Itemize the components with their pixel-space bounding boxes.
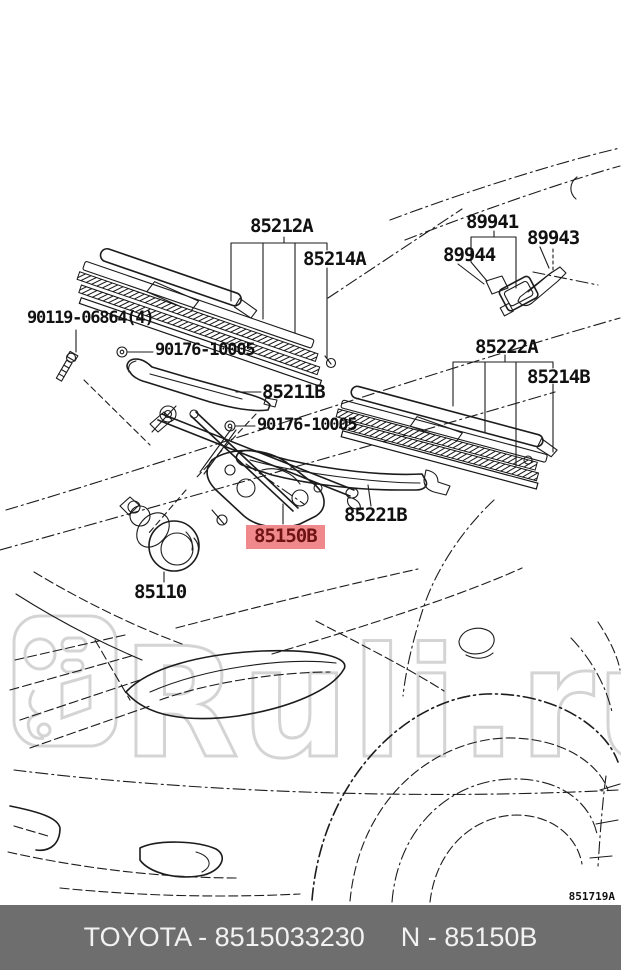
bracket-85212a [230,236,328,359]
part-label-85222a[interactable]: 85222A [475,336,539,358]
part-label-85214a[interactable]: 85214A [303,248,367,270]
part-label-89941[interactable]: 89941 [466,211,519,233]
wiper-blade-left-drawing [76,247,323,387]
part-label-89943[interactable]: 89943 [527,227,580,249]
part-label-90176-10005-bottom[interactable]: 90176-10005 [257,415,358,435]
car-body-drawing [0,147,621,903]
part-label-90119-06864[interactable]: 90119-06864(4) [27,308,155,328]
wiper-linkage-drawing [147,405,361,535]
part-label-85211b[interactable]: 85211B [262,381,326,403]
part-label-89944[interactable]: 89944 [443,244,496,266]
footer-bar: TOYOTA - 8515033230 N - 85150B [0,905,621,970]
nut-90176-bottom-drawing [224,420,256,432]
footer-catalog-code: N - 85150B [400,922,538,952]
part-label-85214b[interactable]: 85214B [527,366,591,388]
nut-90176-top-drawing [116,346,154,358]
watermark-text: Ruli.ru [122,615,621,792]
rain-sensor-drawing [457,230,599,317]
wiper-motor-drawing [119,496,200,583]
bolt-90119-drawing [55,329,151,446]
wiper-arm-right-drawing [235,449,451,507]
part-label-85110[interactable]: 85110 [134,581,187,603]
wiper-blade-right-drawing [335,385,558,490]
bracket-85222a [452,354,554,467]
parts-diagram-drawing: Ruli.ru [0,147,621,903]
part-label-90176-10005-top[interactable]: 90176-10005 [155,340,256,360]
part-label-85221b[interactable]: 85221B [344,504,408,526]
part-label-85150b-highlighted[interactable]: 85150B [246,525,325,549]
watermark-logo [12,614,118,748]
wiper-arm-left-drawing [126,358,278,412]
part-label-85212a[interactable]: 85212A [250,215,314,237]
footer-brand-part-number: TOYOTA - 8515033230 [83,922,365,952]
drawing-reference-code: 851719A [568,890,615,903]
